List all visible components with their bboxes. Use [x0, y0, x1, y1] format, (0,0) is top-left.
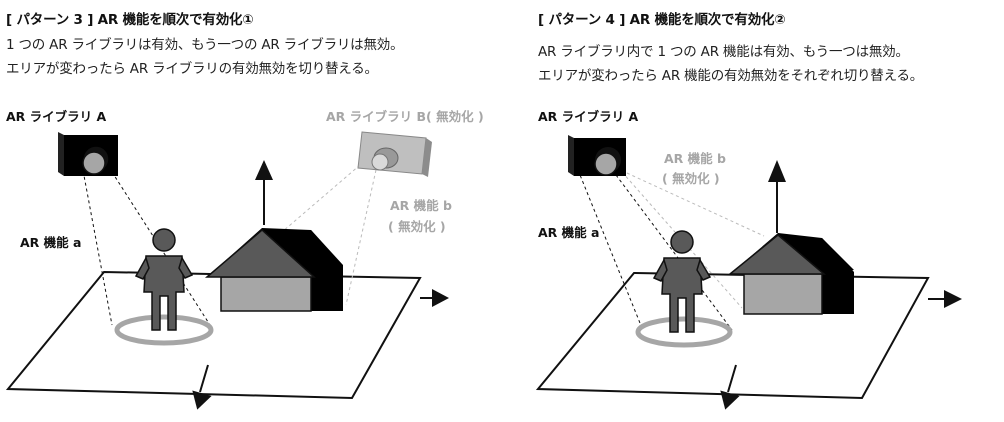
camera-b-label: AR ライブラリ B( 無効化 ) — [326, 109, 484, 124]
axis-down — [727, 364, 737, 393]
axis-down-arrowhead — [720, 390, 740, 410]
ground-plane — [5, 270, 422, 400]
axis-right-arrowhead — [944, 290, 962, 308]
camera-a-label: AR ライブラリ A — [6, 109, 107, 124]
frustum-b-line — [281, 164, 361, 233]
pattern-4-diagram — [535, 135, 962, 410]
axis-down — [199, 364, 209, 393]
feature-b-label: AR 機能 b — [664, 151, 726, 166]
feature-b-disabled-label: ( 無効化 ) — [388, 219, 446, 234]
pattern-3-description-line1: 1 つの AR ライブラリは有効、もう一つの AR ライブラリは無効。 — [6, 37, 404, 53]
feature-a-label: AR 機能 a — [538, 225, 600, 240]
axis-up-arrowhead — [255, 160, 273, 180]
pattern-3-title: [ パターン 3 ] AR 機能を順次で有効化① — [6, 12, 254, 28]
house-icon — [204, 228, 343, 312]
ground-plane — [535, 271, 930, 400]
pattern-3-diagram — [5, 131, 449, 410]
frustum-b-line — [345, 169, 377, 306]
house-icon — [727, 233, 854, 315]
person-icon — [134, 228, 194, 331]
pattern-4-description-line1: AR ライブラリ内で 1 つの AR 機能は有効、もう一つは無効。 — [538, 44, 909, 60]
person-icon — [652, 230, 712, 333]
feature-b-disabled-label: ( 無効化 ) — [662, 171, 720, 186]
axis-up-arrowhead — [768, 160, 786, 182]
frustum-a-line — [615, 174, 733, 331]
feature-a-label: AR 機能 a — [20, 235, 82, 250]
camera-a-label: AR ライブラリ A — [538, 109, 639, 124]
pattern-4-panel: [ パターン 4 ] AR 機能を順次で有効化② AR ライブラリ内で 1 つの… — [532, 0, 1004, 422]
pattern-4-title: [ パターン 4 ] AR 機能を順次で有効化② — [538, 12, 786, 28]
marker-ring — [635, 316, 733, 348]
axis-down-arrowhead — [192, 390, 212, 410]
feature-b-label: AR 機能 b — [390, 198, 452, 213]
pattern-3-panel: [ パターン 3 ] AR 機能を順次で有効化① 1 つの AR ライブラリは有… — [5, 12, 484, 410]
frustum-a-line — [577, 169, 643, 329]
camera-a-icon — [58, 132, 118, 176]
camera-a-icon — [568, 135, 626, 176]
pattern-3-description-line2: エリアが変わったら AR ライブラリの有効無効を切り替える。 — [6, 61, 378, 77]
pattern-4-description-line2: エリアが変わったら AR 機能の有効無効をそれぞれ切り替える。 — [538, 68, 924, 84]
axis-right-arrowhead — [432, 289, 449, 307]
marker-ring — [114, 314, 214, 346]
camera-b-icon — [357, 131, 432, 177]
